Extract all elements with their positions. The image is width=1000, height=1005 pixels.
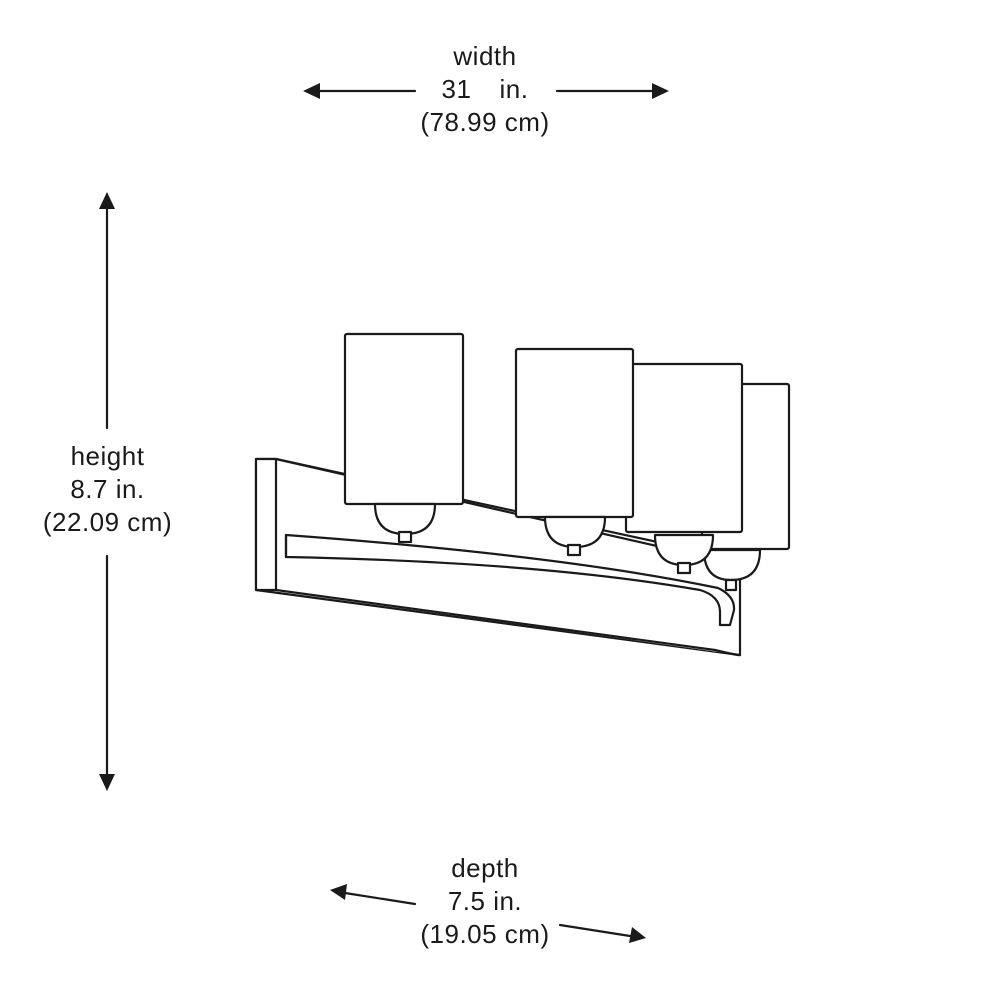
width-value: 31 [441, 74, 472, 104]
height-label: height [70, 441, 145, 471]
width-dimension: width 31 in. (78.99 cm) [385, 40, 585, 139]
depth-label: depth [451, 853, 519, 883]
shade-2 [514, 347, 635, 557]
width-metric: (78.99 cm) [420, 107, 550, 137]
width-unit: in. [499, 74, 529, 104]
shade-1 [343, 332, 465, 544]
width-arrow [303, 83, 669, 99]
width-value-line: 31 in. [385, 73, 585, 106]
height-dimension: height 8.7 in. (22.09 cm) [10, 440, 205, 539]
depth-dimension: depth 7.5 in. (19.05 cm) [385, 852, 585, 951]
depth-value: 7.5 in. [447, 886, 523, 916]
depth-arrow [330, 884, 646, 943]
shade-3 [624, 362, 744, 575]
height-arrow [99, 192, 115, 791]
height-metric: (22.09 cm) [42, 507, 173, 537]
height-value: 8.7 in. [70, 474, 145, 504]
width-label: width [453, 41, 517, 71]
depth-metric: (19.05 cm) [420, 919, 550, 949]
